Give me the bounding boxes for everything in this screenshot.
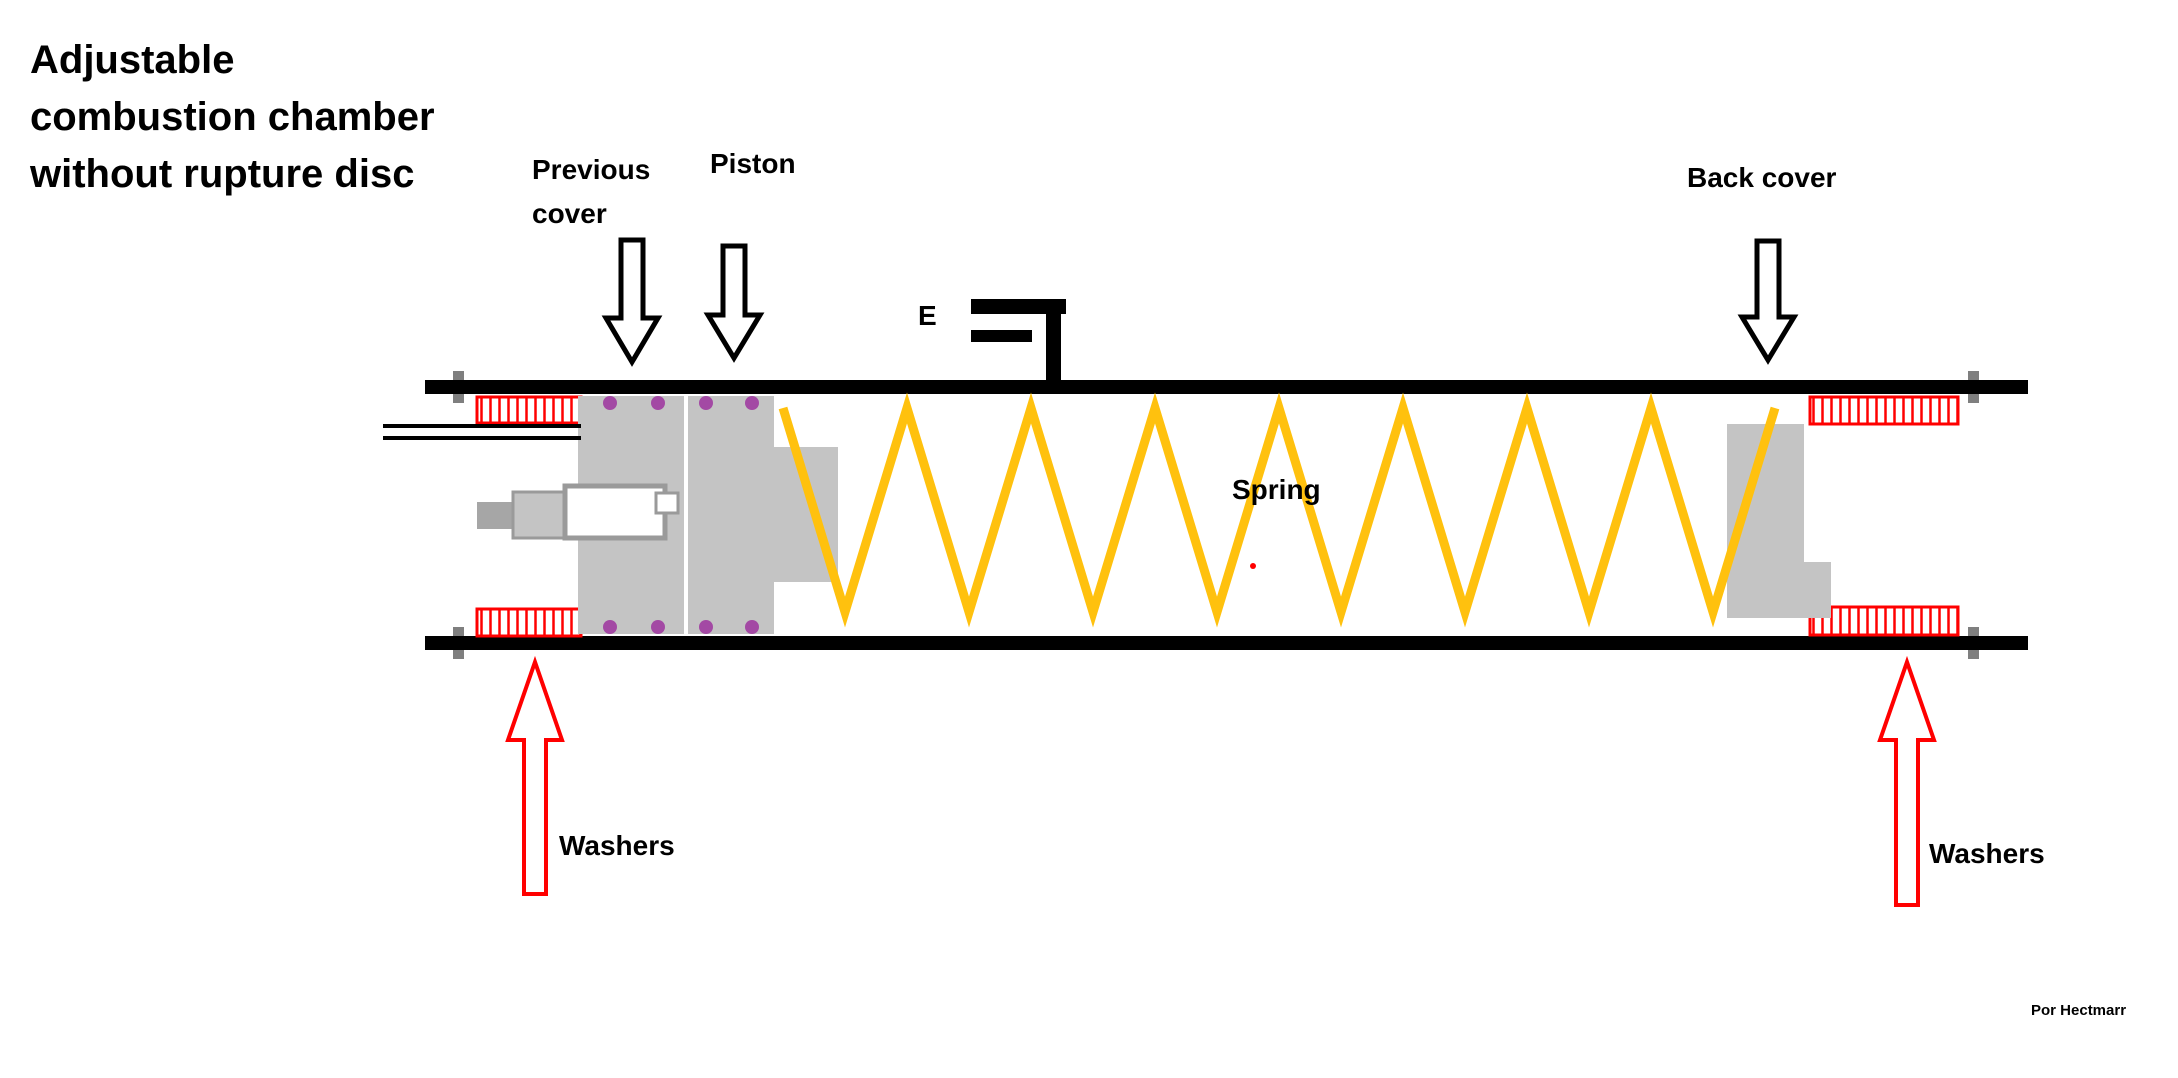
label-credit: Por Hectmarr <box>2031 1002 2127 1019</box>
label-washers-left: Washers <box>559 830 675 861</box>
back-cover-foot <box>1727 562 1831 618</box>
o-ring-dot <box>603 396 617 410</box>
title-line-2: combustion chamber <box>30 95 435 139</box>
diagram-title: Adjustable combustion chamber without ru… <box>30 32 435 203</box>
title-line-1: Adjustable <box>30 38 235 82</box>
lead-wire-top <box>383 424 581 428</box>
o-ring-dot <box>745 396 759 410</box>
tube-wall-bottom <box>425 636 2028 650</box>
label-port-e: E <box>918 300 937 331</box>
label-piston: Piston <box>710 148 796 179</box>
port-e-pipe <box>971 299 1066 387</box>
washer-bottom-right <box>1808 605 1960 637</box>
red-mark <box>1250 563 1256 569</box>
washer-top-right <box>1808 395 1960 426</box>
o-ring-dots <box>603 396 759 634</box>
title-line-3: without rupture disc <box>30 152 415 196</box>
lead-wire-bottom <box>383 436 581 440</box>
arrow-washers-right <box>1877 655 1937 907</box>
o-ring-dot <box>745 620 759 634</box>
o-ring-dot <box>651 620 665 634</box>
port-e-pipe-inner <box>971 330 1032 342</box>
spark-plug-barrel <box>562 483 668 541</box>
label-previous-cover: Previous cover <box>532 154 651 229</box>
label-back-cover: Back cover <box>1687 162 1837 193</box>
spark-plug-tip <box>477 502 513 529</box>
spark-plug-nub <box>654 491 680 515</box>
arrow-piston <box>703 243 765 363</box>
arrow-previous-cover <box>601 237 663 367</box>
tube-wall-top <box>425 380 2028 394</box>
arrow-washers-left <box>505 655 565 896</box>
spark-plug <box>477 483 680 541</box>
o-ring-dot <box>603 620 617 634</box>
spark-plug-body <box>511 490 567 540</box>
washer-bottom-left <box>475 607 583 638</box>
port-e-pipe-top <box>971 299 1066 314</box>
label-spring: Spring <box>1232 474 1321 505</box>
port-e-pipe-drop <box>1046 299 1061 387</box>
o-ring-dot <box>699 620 713 634</box>
o-ring-dot <box>651 396 665 410</box>
piston-block <box>688 396 774 634</box>
arrow-back-cover <box>1737 238 1799 365</box>
label-washers-right: Washers <box>1929 838 2045 869</box>
o-ring-dot <box>699 396 713 410</box>
spring-coil <box>778 392 1780 628</box>
washer-top-left <box>475 395 583 425</box>
